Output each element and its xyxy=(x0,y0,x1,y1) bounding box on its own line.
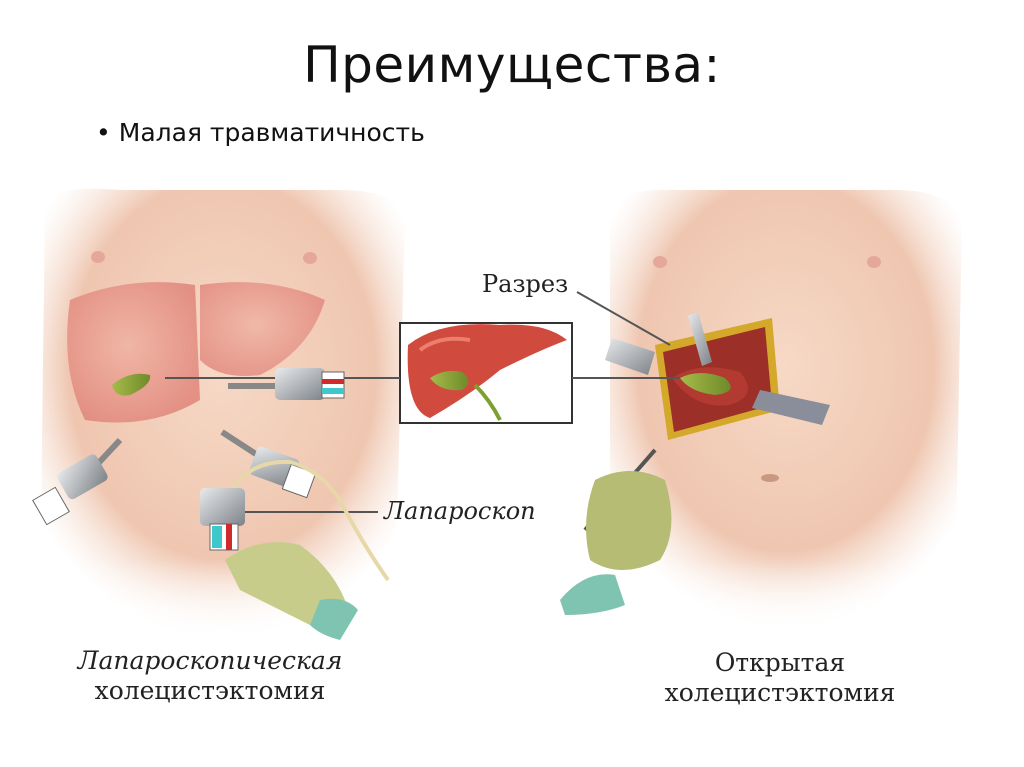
caption-open-line1: Открытая xyxy=(714,648,846,677)
label-laparoscope: Лапароскоп xyxy=(384,497,536,525)
gloved-hand-icon xyxy=(225,542,358,640)
bullet-item: •Малая травматичность xyxy=(96,118,425,147)
liver-inset xyxy=(399,322,573,424)
bullet-list: •Малая травматичность xyxy=(96,118,425,147)
caption-laparoscopic-line2: холецистэктомия xyxy=(94,676,326,705)
gloved-hand-scalpel-icon xyxy=(560,448,672,615)
bullet-text: Малая травматичность xyxy=(118,118,425,147)
trocar-icon xyxy=(32,437,123,526)
trocar-icon xyxy=(228,368,345,400)
caption-laparoscopic-line1: Лапароскопическая xyxy=(77,646,343,675)
incision-pointer xyxy=(576,291,671,346)
label-incision: Разрез xyxy=(482,270,569,298)
right-torso xyxy=(580,189,980,640)
bullet-marker: • xyxy=(96,118,111,147)
left-torso xyxy=(30,188,410,650)
caption-open: Открытая холецистэктомия xyxy=(620,648,940,708)
laparoscope-icon xyxy=(200,459,390,582)
caption-laparoscopic: Лапароскопическая холецистэктомия xyxy=(40,646,380,706)
caption-open-line2: холецистэктомия xyxy=(664,678,896,707)
trocar-icon xyxy=(220,429,317,499)
slide-title: Преимущества: xyxy=(303,36,721,94)
